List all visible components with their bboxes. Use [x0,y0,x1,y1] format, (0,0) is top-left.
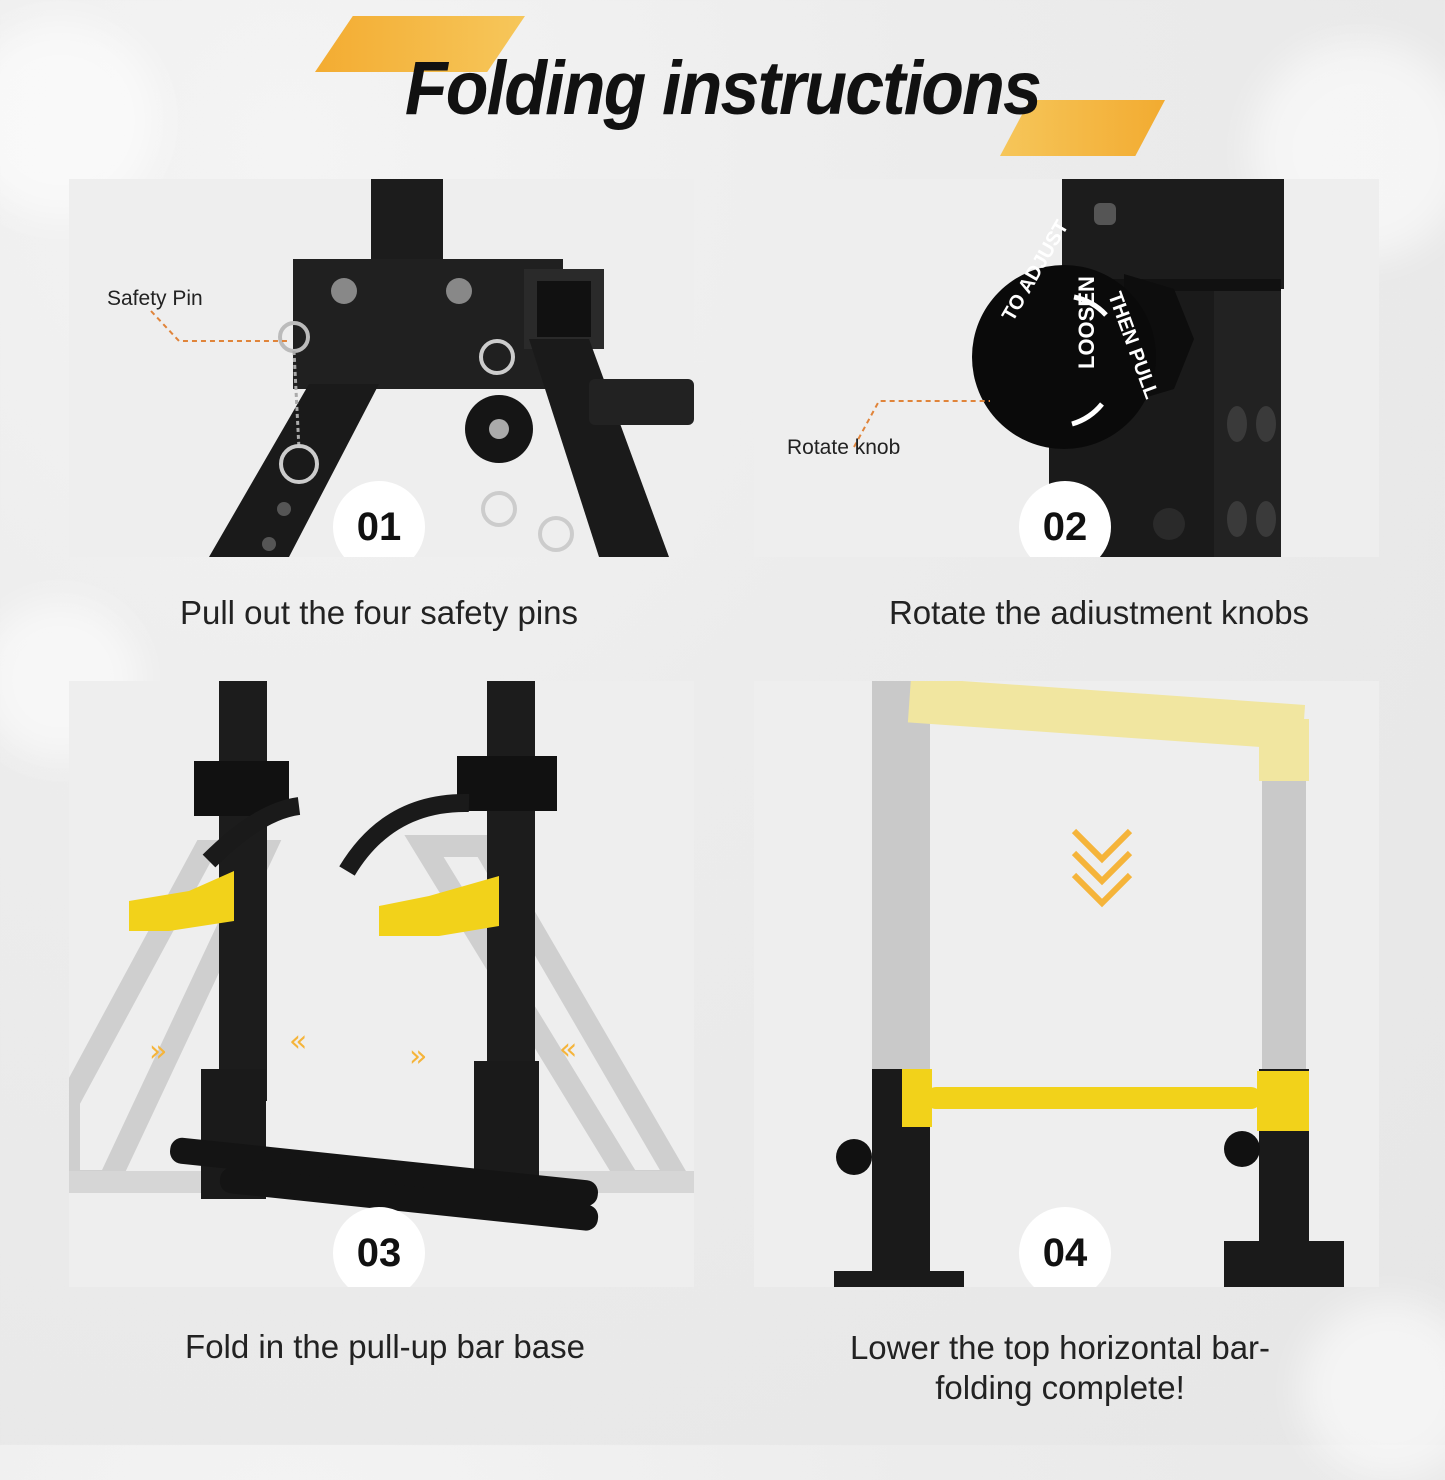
step-3-image: » « » « 03 [69,681,694,1287]
lower-bar-illustration [834,681,1344,1287]
step-4-caption-line1: Lower the top horizontal bar- [849,1329,1271,1366]
page-title: Folding instructions [404,46,1042,131]
step-1-caption: Pull out the four safety pins [179,594,579,631]
step-2-caption: Rotate the adiustment knobs [888,594,1310,631]
svg-text:«: « [559,1032,577,1067]
svg-text:»: » [409,1039,427,1074]
svg-text:»: » [149,1034,167,1069]
svg-text:«: « [289,1024,307,1059]
title-accent-bottom [1000,100,1165,156]
step-4-image: 04 [754,681,1379,1287]
safety-pin-callout: Safety Pin [107,287,203,310]
step-4-caption: Lower the top horizontal bar- folding co… [754,1328,1366,1408]
step-3-caption: Fold in the pull-up bar base [185,1328,585,1365]
step-badge: 03 [333,1207,425,1287]
rotate-knob-callout: Rotate knob [787,436,901,459]
fold-base-illustration: » « » « [69,681,694,1231]
rotate-knob-illustration [853,179,1284,557]
step-badge: 04 [1019,1207,1111,1287]
step-4-caption-line2: folding complete! [935,1369,1185,1406]
safety-pin-illustration [150,179,694,557]
step-2-image: TO ADJUST LOOSEN THEN PULL Rotate knob 0… [754,179,1379,557]
title-accent-top [315,16,525,72]
step-badge: 01 [333,481,425,557]
step-badge: 02 [1019,481,1111,557]
step-1-image: Safety Pin 01 [69,179,694,557]
knob-text-center: LOOSEN [1074,276,1099,369]
header: Folding instructions [0,0,1445,170]
